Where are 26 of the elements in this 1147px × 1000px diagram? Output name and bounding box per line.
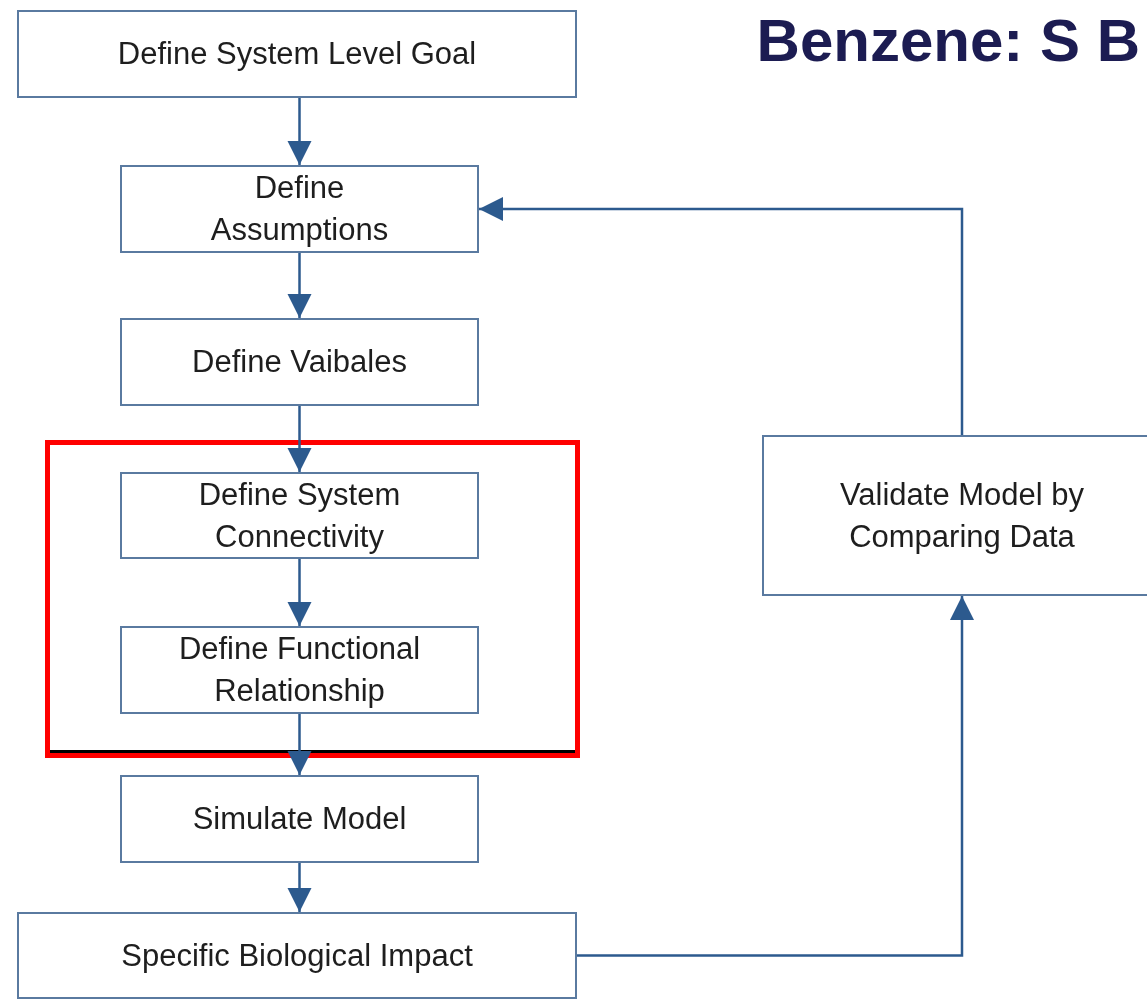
box-label: Simulate Model [192,800,407,838]
process-box [762,435,1147,596]
arrow [287,559,312,626]
arrow [287,98,312,165]
arrow [577,596,974,957]
process-box [120,775,479,863]
title: Benzene: S B [755,8,1140,74]
box-label: Define Assumptions [209,169,390,249]
box-label: Define Vaibales [192,343,407,381]
box-label: Specific Biological Impact [121,936,473,975]
process-box [17,10,577,98]
process-box [120,626,479,714]
arrow [287,714,312,775]
process-box [120,318,479,406]
process-box [120,165,479,253]
highlight-frame [45,440,580,758]
box-label: Define System Level Goal [117,35,477,73]
process-box [17,912,577,999]
arrow [287,253,312,318]
arrow [287,863,312,912]
arrow [287,406,312,472]
arrow [479,197,964,435]
box-label: Define System Connectivity [197,475,402,556]
process-box [120,472,479,559]
box-label: Validate Model by Comparing Data [838,475,1086,556]
box-label: Define Functional Relationship [177,630,422,710]
